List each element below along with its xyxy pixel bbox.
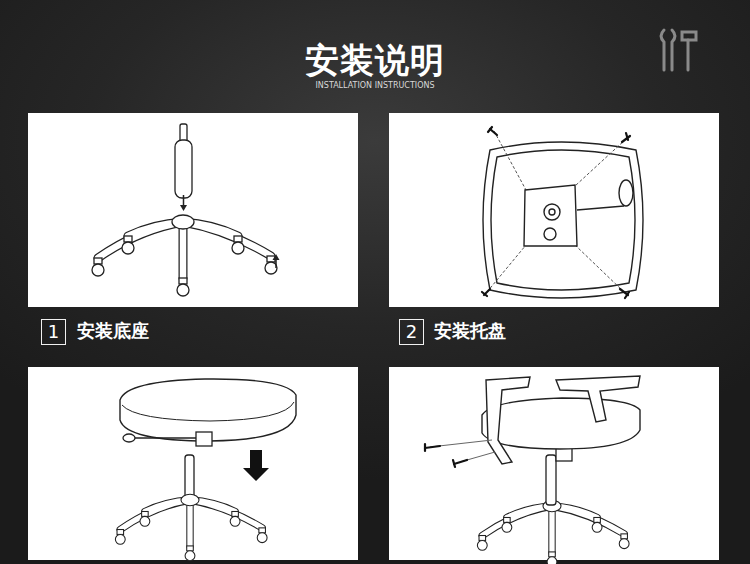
chair-figure [430, 440, 495, 462]
seat-figure [122, 402, 294, 421]
panel [389, 113, 719, 307]
base-figure [92, 124, 280, 296]
tools-icon [687, 40, 690, 70]
plate-figure [487, 245, 526, 292]
seat-figure [185, 455, 194, 499]
step-number-box: 2 [399, 319, 424, 345]
plate-figure [619, 180, 633, 206]
plate-figure [482, 292, 487, 296]
panel [28, 367, 358, 560]
base-figure [92, 215, 277, 296]
base-figure [175, 140, 192, 198]
seat-figure [115, 494, 267, 560]
chair-figure [556, 376, 640, 422]
subtitle: INSTALLATION INSTRUCTIONS [0, 81, 750, 90]
base-figure [180, 124, 187, 142]
plate-figure [626, 133, 628, 140]
plate-figure [575, 139, 626, 186]
step-caption: 安装底座 [77, 319, 149, 343]
base-figure [273, 254, 280, 260]
tools-icon [682, 32, 696, 40]
seat-figure [134, 437, 196, 438]
plate-figure [544, 228, 556, 240]
plate-figure [524, 185, 577, 246]
plate-figure [488, 127, 492, 132]
plate-figure [577, 206, 624, 210]
chair-figure [486, 377, 530, 464]
tools-icon [672, 30, 675, 70]
chair-figure [454, 460, 467, 464]
title: 安装说明 [0, 38, 750, 84]
seat-figure [115, 379, 296, 561]
step-number-box: 1 [41, 319, 66, 345]
plate-figure [491, 150, 635, 290]
seat-figure [196, 432, 212, 446]
chair-figure [425, 376, 640, 564]
plate-figure [494, 131, 526, 190]
chair-figure [477, 500, 629, 564]
chair-figure [477, 500, 629, 564]
chair-figure [453, 460, 455, 467]
seat-figure [123, 434, 135, 442]
chair-figure [482, 398, 640, 449]
chair-figure [425, 446, 440, 448]
step-number: 2 [406, 323, 417, 341]
step-caption: 安装托盘 [434, 319, 506, 343]
plate-figure [487, 131, 626, 292]
plate-figure [549, 209, 555, 215]
panel [28, 113, 719, 560]
plate-figure [544, 204, 560, 220]
panel [28, 113, 358, 307]
seat-figure [115, 494, 267, 560]
plate-figure [482, 127, 643, 298]
tools-icon [661, 30, 664, 70]
chair-figure [546, 455, 556, 505]
step-number: 1 [48, 323, 59, 341]
plate-figure [575, 245, 624, 292]
plate-figure [625, 292, 629, 298]
chair-figure [425, 444, 467, 467]
tools-icon [661, 30, 696, 70]
chair-figure [424, 444, 426, 451]
base-figure [180, 205, 187, 211]
plate-figure [482, 127, 630, 298]
seat-figure [243, 450, 269, 481]
chair-figure [556, 448, 572, 461]
plate-figure [483, 142, 643, 298]
